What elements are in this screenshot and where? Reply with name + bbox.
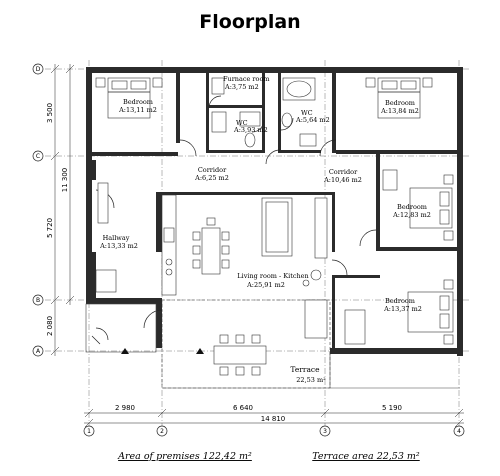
axis-label-4: 4 bbox=[457, 428, 461, 435]
axis-label-3: 3 bbox=[323, 428, 327, 435]
area-bedroom-se: A:13,37 m2 bbox=[383, 305, 422, 313]
dim-b-a: 2 080 bbox=[46, 316, 54, 336]
axis-label-b: B bbox=[36, 297, 40, 304]
interior-walls bbox=[92, 73, 457, 353]
area-living-kitchen: A:25,91 m2 bbox=[246, 281, 285, 289]
entrance-porch bbox=[85, 303, 204, 354]
exterior-walls bbox=[86, 67, 463, 356]
area-furnace-room: A:3,75 m2 bbox=[224, 83, 259, 91]
premises-area-caption: Area of premises 122,42 m² bbox=[117, 451, 252, 462]
label-corridor-w: Corridor bbox=[198, 166, 227, 174]
label-bedroom-se: Bedroom bbox=[385, 297, 415, 305]
bed-se bbox=[344, 279, 454, 345]
door-swings bbox=[95, 95, 377, 329]
area-bedroom-nw: A:13,11 m2 bbox=[118, 106, 157, 114]
label-corridor-e: Corridor bbox=[329, 168, 358, 176]
area-bedroom-e: A:12,83 m2 bbox=[392, 211, 431, 219]
column-axis-markers: 1 2 3 4 bbox=[83, 425, 465, 437]
area-hallway: A:13,33 m2 bbox=[99, 242, 138, 250]
axis-label-1: 1 bbox=[87, 428, 91, 435]
hallway-wardrobe bbox=[95, 182, 117, 293]
dining-table-interior bbox=[192, 217, 230, 275]
row-axis-markers: D C B A bbox=[32, 63, 44, 357]
label-furnace-room: Furnace room bbox=[223, 75, 270, 83]
dim-total-horizontal: 14 810 bbox=[261, 415, 286, 423]
bed-nw bbox=[95, 77, 163, 119]
label-wc-b: WC bbox=[301, 109, 313, 117]
dim-span-1-2: 2 980 bbox=[115, 404, 135, 412]
dim-c-b: 5 720 bbox=[46, 218, 54, 238]
bed-ne bbox=[365, 77, 433, 119]
label-terrace: Terrace bbox=[290, 365, 320, 374]
label-bedroom-e: Bedroom bbox=[397, 203, 427, 211]
dim-total-vertical: 11 300 bbox=[61, 168, 69, 193]
axis-label-2: 2 bbox=[160, 428, 164, 435]
sofa bbox=[261, 197, 328, 287]
plan-title: Floorplan bbox=[199, 11, 300, 33]
label-living-kitchen: Living room - Kitchen bbox=[237, 272, 308, 280]
dim-d-c: 3 500 bbox=[46, 103, 54, 123]
room-labels: Bedroom A:13,11 m2 Furnace room A:3,75 m… bbox=[99, 75, 431, 384]
vertical-dimensions bbox=[50, 64, 75, 356]
kitchen-counter bbox=[161, 194, 177, 296]
dim-span-3-4: 5 190 bbox=[382, 404, 402, 412]
area-terrace: 22,53 m² bbox=[296, 376, 326, 384]
area-corridor-e: A:10,46 m2 bbox=[323, 176, 362, 184]
bed-e bbox=[382, 169, 454, 241]
area-wc-b: A:5,64 m2 bbox=[295, 116, 330, 124]
label-bedroom-nw: Bedroom bbox=[123, 98, 153, 106]
area-wc-a: A:3,93 m2 bbox=[233, 126, 268, 134]
axis-label-c: C bbox=[36, 153, 40, 160]
dim-span-2-3: 6 640 bbox=[233, 404, 253, 412]
label-bedroom-ne: Bedroom bbox=[385, 99, 415, 107]
label-wc-a: WC bbox=[236, 119, 248, 127]
area-bedroom-ne: A:13,84 m2 bbox=[380, 107, 419, 115]
terrace-area-caption: Terrace area 22,53 m² bbox=[312, 451, 420, 462]
horizontal-dimensions bbox=[84, 408, 464, 428]
terrace-dining bbox=[213, 299, 328, 376]
wc-fixtures bbox=[211, 77, 317, 148]
label-hallway: Hallway bbox=[103, 234, 130, 242]
axis-label-d: D bbox=[36, 66, 41, 73]
axis-label-a: A bbox=[36, 348, 41, 355]
area-corridor-w: A:6,25 m2 bbox=[194, 174, 229, 182]
